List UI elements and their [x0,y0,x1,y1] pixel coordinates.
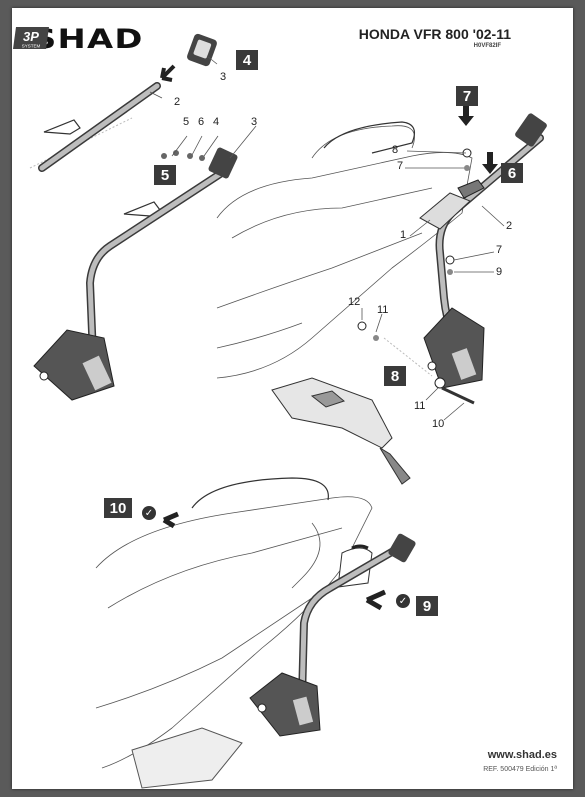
svg-text:SYSTEM: SYSTEM [22,44,41,49]
side-bar-diagram [33,147,238,401]
model-title: HONDA VFR 800 '02-11 [358,26,511,42]
part-label: 4 [213,116,220,128]
callout-leader-lines [149,55,505,421]
part-label: 10 [432,418,445,430]
part-label: 5 [183,116,190,128]
part-label: 3 [220,71,227,83]
check-icon: ✓ [142,506,156,520]
website-url: www.shad.es [487,749,557,761]
brand-logo: SHAD [32,24,144,55]
model-code: H0VF82IF [473,43,501,49]
installation-illustration [29,33,547,789]
part-label: 2 [174,96,181,108]
motorcycle-rear-bottom-view [95,477,416,789]
3p-system-badge: 3P SYSTEM [13,27,49,49]
part-label: 8 [392,144,399,156]
svg-text:3P: 3P [23,29,39,44]
part-label: 7 [496,244,503,256]
part-label: 1 [400,229,407,241]
part-label: 9 [496,266,503,278]
tube-detail-diagram [29,33,217,172]
step-number-10: 10 [104,498,132,518]
part-label: 11 [414,400,426,412]
step-number-8: 8 [384,366,406,386]
part-label: 12 [348,296,361,308]
check-icon: ✓ [396,594,410,608]
step-number-9: 9 [416,596,438,616]
reference-number: REF. 500479 Edición 1ª [483,766,557,773]
part-label: 2 [506,220,513,232]
motorcycle-rear-top-view [216,104,547,485]
step-number-5: 5 [154,165,176,185]
part-label: 11 [377,304,389,316]
step-number-7: 7 [456,86,478,106]
part-label: 6 [198,116,205,128]
part-label: 3 [251,116,258,128]
part-label: 7 [397,160,404,172]
step-number-6: 6 [501,163,523,183]
step-number-4: 4 [236,50,258,70]
manual-page: SHAD HONDA VFR 800 '02-11 H0VF82IF 3P SY… [12,8,573,789]
